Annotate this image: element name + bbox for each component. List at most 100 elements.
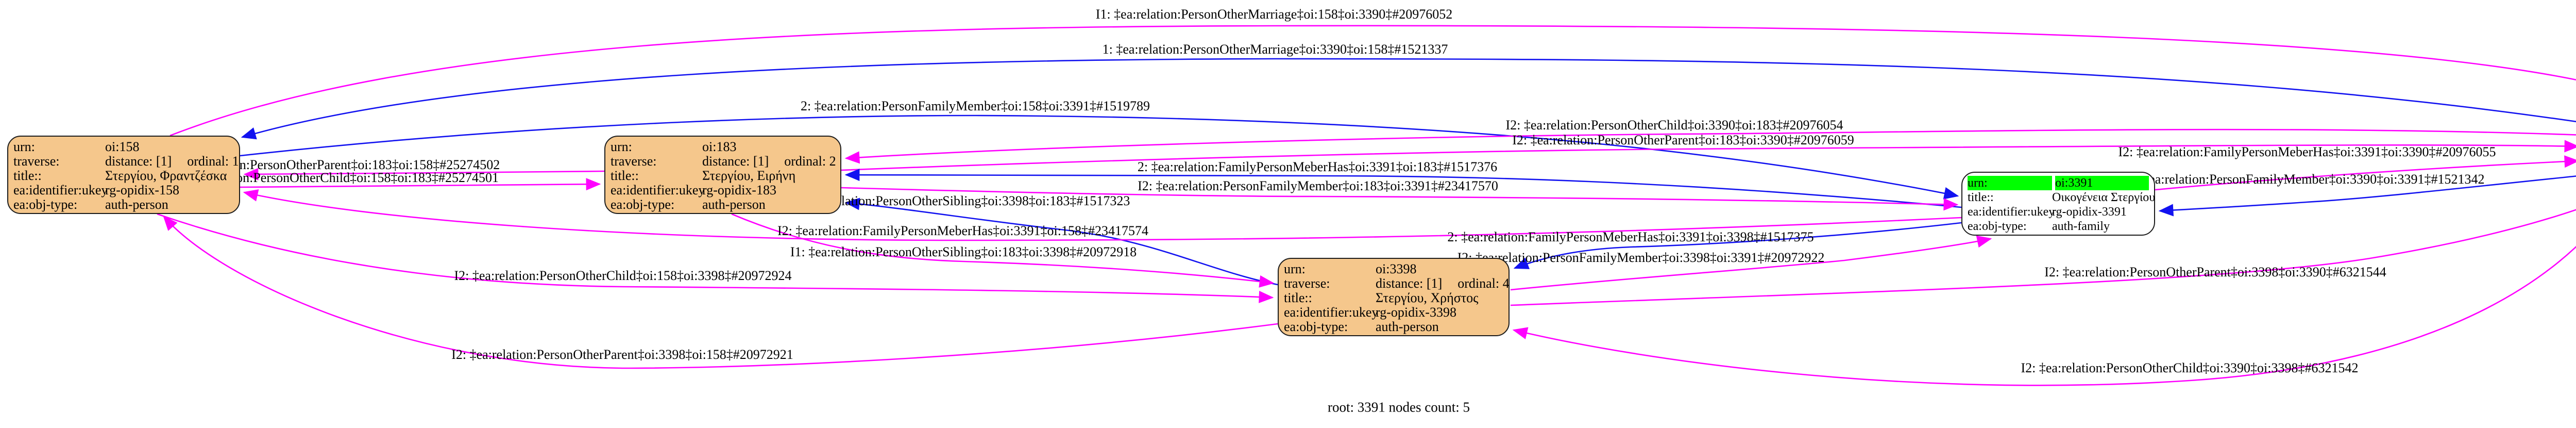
edge-label-person-other-child-158-3398: I2: ‡ea:relation:PersonOtherChild‡oi:158…: [454, 268, 792, 283]
edge-e20-path: [1512, 245, 2576, 386]
edge-e16-path: [157, 213, 1274, 303]
row-key: title::: [13, 168, 42, 183]
row-key: traverse:: [1284, 276, 1330, 291]
edge-e10-path: [844, 197, 1278, 286]
edge-e14-path: [1510, 235, 1992, 291]
edge-label-person-other-sibling-183-3398: I1: ‡ea:relation:PersonOtherSibling‡oi:1…: [790, 244, 1137, 259]
row-value-ordinal: ordinal: 1: [187, 154, 239, 169]
row-key: ea:identifier:ukey: [1968, 205, 2055, 219]
row-key: urn:: [1284, 261, 1306, 276]
row-value: oi:183: [702, 139, 737, 154]
edge-label-person-other-marriage-3390-158: 1: ‡ea:relation:PersonOtherMarriage‡oi:3…: [1102, 42, 1448, 57]
row-value: rg-opidix-158: [105, 183, 179, 197]
node-oi-158[interactable]: urn: oi:158 traverse: distance: [1] ordi…: [7, 136, 240, 214]
row-value: oi:158: [105, 139, 140, 154]
edge-label-family-person-meber-has-3391-158: I2: ‡ea:relation:FamilyPersonMeberHas‡oi…: [777, 223, 1148, 238]
row-key: traverse:: [13, 154, 60, 169]
node-row-identifier: ea:identifier:ukey rg-opidix-183: [611, 183, 835, 197]
node-row-traverse: traverse: distance: [1] ordinal: 2: [611, 154, 836, 169]
node-row-objtype: ea:obj-type: auth-family: [1968, 219, 2149, 234]
row-key: ea:obj-type:: [13, 197, 78, 212]
edge-label-person-other-parent-183-3390: I2: ‡ea:relation:PersonOtherParent‡oi:18…: [1512, 133, 1854, 147]
row-value: oi:3391: [2055, 176, 2149, 190]
edge-e7-path: [240, 178, 601, 191]
edge-label-person-other-sibling-3398-183: 1: ‡ea:relation:PersonOtherSibling‡oi:33…: [794, 193, 1130, 208]
row-value: auth-person: [702, 197, 766, 212]
node-row-title: title:: Στεργίου, Χρήστος: [1284, 291, 1503, 305]
row-value: Στεργίου, Χρήστος: [1376, 290, 1479, 305]
row-key: title::: [1968, 191, 1994, 204]
edge-label-family-person-meber-has-3391-183: 2: ‡ea:relation:FamilyPersonMeberHas‡oi:…: [1137, 159, 1498, 174]
edge-e8-path: [844, 169, 1962, 208]
node-row-objtype: ea:obj-type: auth-person: [611, 197, 835, 212]
edge-e2-path: [241, 58, 2576, 140]
row-key: title::: [1284, 290, 1312, 305]
row-key: title::: [611, 168, 639, 183]
edge-label-person-other-parent-3398-3390: I2: ‡ea:relation:PersonOtherParent‡oi:33…: [2044, 265, 2386, 279]
row-value-ordinal: ordinal: 4: [1458, 276, 1510, 291]
node-oi-3391-root[interactable]: urn: oi:3391 title:: Οικογένεια Στεργίου…: [1961, 172, 2155, 236]
edge-e6-path: [243, 168, 605, 180]
row-value: distance: [1]: [702, 154, 769, 169]
row-value: Στεργίου, Ειρήνη: [702, 168, 796, 183]
node-row-title: title:: Οικογένεια Στεργίου: [1968, 190, 2155, 205]
row-value: rg-opidix-3398: [1376, 305, 1456, 320]
node-row-urn-highlighted: urn: oi:3391: [1968, 176, 2149, 190]
row-key: ea:identifier:ukey: [1284, 305, 1379, 320]
node-row-traverse: traverse: distance: [1] ordinal: 4: [1284, 276, 1510, 291]
edge-e1-path: [170, 25, 2576, 137]
node-row-traverse: traverse: distance: [1] ordinal: 1: [13, 154, 239, 169]
edge-e13-path: [1513, 222, 1962, 269]
edge-e18-path: [2158, 175, 2576, 217]
row-key: urn:: [13, 139, 35, 154]
edge-label-person-other-child-3390-183: I2: ‡ea:relation:PersonOtherChild‡oi:339…: [1505, 118, 1843, 133]
edge-e9-path: [841, 187, 1959, 211]
edge-label-family-person-meber-has-3391-3398: 2: ‡ea:relation:FamilyPersonMeberHas‡oi:…: [1447, 229, 1814, 244]
row-value-ordinal: ordinal: 2: [784, 154, 836, 169]
row-value: distance: [1]: [105, 154, 172, 169]
row-value: distance: [1]: [1376, 276, 1443, 291]
row-value: Στεργίου, Φραντζέσκα: [105, 168, 227, 183]
row-key: urn:: [611, 139, 632, 154]
edge-e19-path: [163, 216, 1278, 369]
edge-label-family-person-meber-has-3391-3390: I2: ‡ea:relation:FamilyPersonMeberHas‡oi…: [2118, 144, 2496, 159]
edge-e17-path: [2155, 155, 2576, 191]
row-key: ea:obj-type:: [611, 197, 675, 212]
node-row-identifier: ea:identifier:ukey rg-opidix-158: [13, 183, 234, 197]
row-value: auth-person: [1376, 319, 1439, 334]
edge-e11-path: [243, 189, 1962, 241]
edge-e4-path: [844, 128, 2576, 164]
root-summary-label: root: 3391 nodes count: 5: [1328, 399, 1470, 415]
edge-label-person-other-parent-3398-158: I2: ‡ea:relation:PersonOtherParent‡oi:33…: [451, 347, 793, 362]
node-row-identifier: ea:identifier:ukey rg-opidix-3391: [1968, 205, 2149, 219]
edge-label-person-family-member-3398-3391: I2: ‡ea:relation:PersonFamilyMember‡oi:3…: [1457, 250, 1825, 265]
node-row-objtype: ea:obj-type: auth-person: [1284, 320, 1503, 334]
node-row-title: title:: Στεργίου, Φραντζέσκα: [13, 169, 234, 183]
edge-label-person-family-member-158-3391: 2: ‡ea:relation:PersonFamilyMember‡oi:15…: [800, 98, 1150, 113]
edge-e12-path: [731, 213, 1275, 288]
row-value: rg-opidix-183: [702, 183, 776, 197]
node-row-urn: urn: oi:158: [13, 140, 234, 154]
node-oi-3398[interactable]: urn: oi:3398 traverse: distance: [1] ord…: [1278, 258, 1510, 336]
node-row-title: title:: Στεργίου, Ειρήνη: [611, 169, 835, 183]
row-value: auth-person: [105, 197, 168, 212]
edge-label-person-family-member-3390-3391: 2: ‡ea:relation:PersonFamilyMember‡oi:33…: [2128, 172, 2485, 187]
row-key: urn:: [1968, 176, 2052, 190]
edge-label-person-other-child-3390-3398: I2: ‡ea:relation:PersonOtherChild‡oi:339…: [2021, 360, 2359, 375]
node-row-identifier: ea:identifier:ukey rg-opidix-3398: [1284, 305, 1503, 320]
row-value: Οικογένεια Στεργίου: [2052, 191, 2156, 204]
row-key: ea:identifier:ukey: [611, 183, 705, 197]
row-value: rg-opidix-3391: [2052, 205, 2127, 219]
edge-e15-path: [1510, 209, 2576, 306]
row-key: ea:identifier:ukey: [13, 183, 108, 197]
row-key: ea:obj-type:: [1968, 220, 2027, 233]
row-value: oi:3398: [1376, 261, 1417, 276]
row-key: ea:obj-type:: [1284, 319, 1348, 334]
edge-label-person-family-member-183-3391: I2: ‡ea:relation:PersonFamilyMember‡oi:1…: [1138, 178, 1498, 193]
node-row-urn: urn: oi:183: [611, 140, 835, 154]
node-oi-183[interactable]: urn: oi:183 traverse: distance: [1] ordi…: [604, 136, 841, 214]
row-value: auth-family: [2052, 220, 2110, 233]
edge-e3-path: [240, 114, 1959, 200]
